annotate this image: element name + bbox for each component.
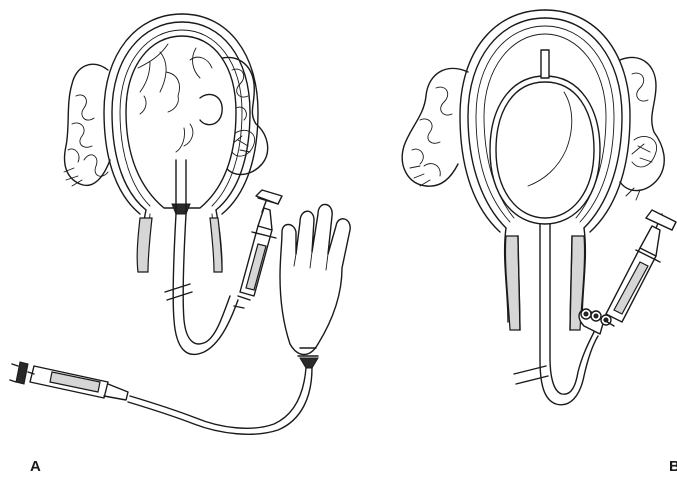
panel-a-figure [10,14,350,434]
panel-b-right-adnexa [620,58,664,200]
panel-b-label: B [669,459,677,474]
panel-a-glove [280,204,350,368]
panel-a-lower-syringe [10,362,128,400]
panel-b-left-adnexa [402,68,468,186]
panel-b-figure [402,10,676,405]
panel-b-uterus [460,10,630,330]
panel-a-left-adnexa [64,64,110,186]
panel-a-tubing [128,368,312,434]
panel-a-label: A [30,459,41,474]
panel-a-uterus [104,14,258,272]
panel-b-catheter [514,224,611,405]
panel-a-upper-syringe [234,190,282,308]
panel-b-syringe [604,210,676,326]
